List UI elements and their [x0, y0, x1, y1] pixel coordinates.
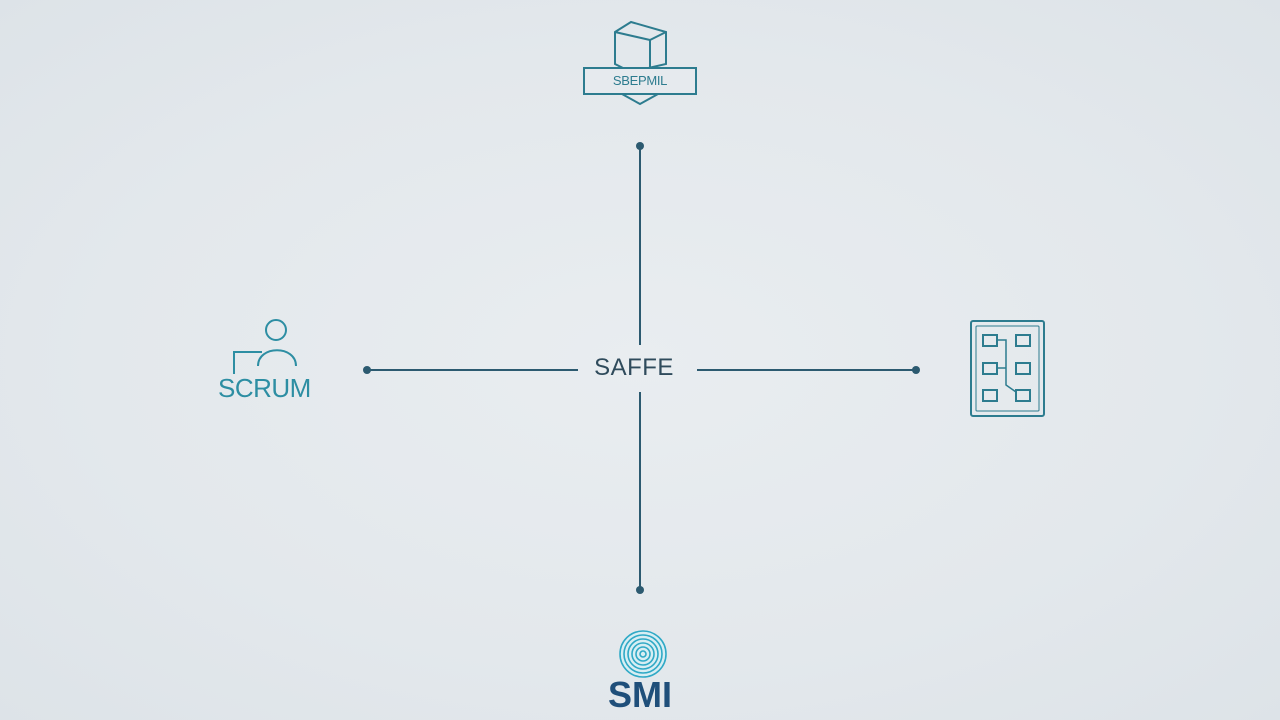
endpoint-bottom [636, 586, 644, 594]
connector-endpoints [363, 142, 920, 594]
left-node-label: SCRUM [218, 373, 311, 403]
top-node-label: SBEPMIL [612, 73, 668, 88]
fingerprint-icon [619, 630, 667, 678]
endpoint-right [912, 366, 920, 374]
center-label: SAFFE [594, 354, 674, 381]
cube-icon [583, 20, 697, 106]
endpoint-top [636, 142, 644, 150]
endpoint-left [363, 366, 371, 374]
person-icon [233, 319, 297, 374]
bottom-node-label: SMI [607, 674, 672, 715]
connector-lines [367, 146, 916, 590]
kanban-board-icon [970, 320, 1045, 417]
